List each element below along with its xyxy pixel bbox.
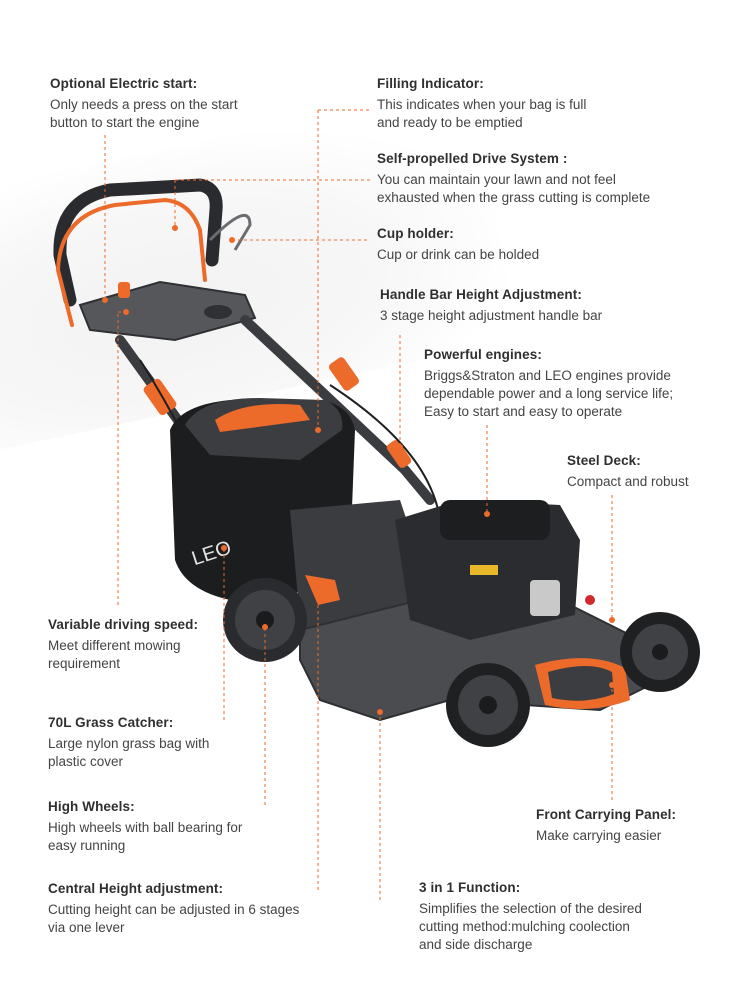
drive-bail (208, 214, 252, 251)
leader-dot (102, 297, 108, 303)
callout-desc: Large nylon grass bag with plastic cover (48, 736, 210, 769)
leader-dot (123, 309, 129, 315)
callout-high-wheels: High Wheels: High wheels with ball beari… (48, 798, 242, 855)
engine-cover (440, 500, 550, 540)
callout-desc: Briggs&Straton and LEO engines provide d… (424, 368, 674, 419)
front-wheel-right (620, 612, 700, 692)
callout-desc: Cutting height can be adjusted in 6 stag… (48, 902, 300, 935)
leader-driving-speed (117, 311, 126, 605)
filling-indicator-shape (215, 404, 310, 432)
leader-dot (315, 427, 321, 433)
callout-title: Steel Deck: (567, 453, 641, 468)
callout-central-height: Central Height adjustment: Cutting heigh… (48, 880, 299, 937)
leader-dot (609, 682, 615, 688)
leader-dot (315, 587, 321, 593)
callout-title: Powerful engines: (424, 347, 542, 362)
callout-title: Optional Electric start: (50, 76, 198, 91)
callout-self-propelled: Self-propelled Drive System : You can ma… (377, 150, 650, 207)
callout-desc: Meet different mowing requirement (48, 638, 181, 671)
callout-three-in-one: 3 in 1 Function: Simplifies the selectio… (419, 879, 642, 954)
cable (329, 384, 441, 521)
engine-filter (530, 580, 560, 616)
leader-filling-indicator (317, 109, 370, 430)
callout-title: Variable driving speed: (48, 617, 199, 632)
start-button-shape (118, 282, 130, 298)
leader-dot (377, 709, 383, 715)
callout-cup-holder: Cup holder: Cup or drink can be holded (377, 225, 539, 264)
bail-lever (55, 197, 207, 327)
callout-title: Central Height adjustment: (48, 881, 224, 896)
callout-electric-start: Optional Electric start: Only needs a pr… (50, 75, 238, 132)
callout-title: 3 in 1 Function: (419, 880, 521, 895)
callout-desc: This indicates when your bag is full and… (377, 97, 587, 130)
engine-warning-label (470, 565, 498, 575)
callout-filling-indicator: Filling Indicator: This indicates when y… (377, 75, 586, 132)
leader-dot (484, 511, 490, 517)
callout-title: 70L Grass Catcher: (48, 715, 174, 730)
callout-desc: 3 stage height adjustment handle bar (380, 308, 603, 323)
callout-desc: Compact and robust (567, 474, 689, 489)
callout-front-panel: Front Carrying Panel: Make carrying easi… (536, 806, 676, 845)
callout-title: Filling Indicator: (377, 76, 484, 91)
leader-dot (609, 617, 615, 623)
callout-driving-speed: Variable driving speed: Meet different m… (48, 616, 198, 673)
handle-clamp-right (329, 357, 359, 391)
leader-self-propelled (174, 179, 370, 228)
callout-title: Cup holder: (377, 226, 454, 241)
callout-steel-deck: Steel Deck: Compact and robust (567, 452, 689, 491)
callout-handle-bar: Handle Bar Height Adjustment: 3 stage he… (380, 286, 602, 325)
callout-title: Handle Bar Height Adjustment: (380, 287, 582, 302)
engine-primer (585, 595, 595, 605)
callout-engines: Powerful engines: Briggs&Straton and LEO… (424, 346, 673, 421)
height-adjust-lever (305, 575, 340, 605)
handle-bar-outer (53, 178, 223, 307)
cup-holder-shape (204, 305, 232, 319)
callout-desc: Simplifies the selection of the desired … (419, 901, 642, 952)
leader-dot (397, 444, 403, 450)
callout-desc: Cup or drink can be holded (377, 247, 540, 262)
leader-dot (221, 545, 227, 551)
front-panel-inner (548, 666, 614, 701)
callout-title: Self-propelled Drive System : (377, 151, 568, 166)
leader-dot (172, 225, 178, 231)
callout-desc: You can maintain your lawn and not feel … (377, 172, 651, 205)
callout-desc: High wheels with ball bearing for easy r… (48, 820, 243, 853)
front-wheel-left (446, 663, 530, 747)
callout-grass-catcher: 70L Grass Catcher: Large nylon grass bag… (48, 714, 209, 771)
rear-wheel-left (223, 578, 307, 662)
handle-clamp-lower (386, 440, 412, 468)
callout-desc: Make carrying easier (536, 828, 662, 843)
callout-title: Front Carrying Panel: (536, 807, 677, 822)
callout-title: High Wheels: (48, 799, 135, 814)
leader-dot (262, 624, 268, 630)
leader-dot (229, 237, 235, 243)
callout-desc: Only needs a press on the start button t… (50, 97, 238, 130)
handle-rod-right (240, 315, 435, 505)
